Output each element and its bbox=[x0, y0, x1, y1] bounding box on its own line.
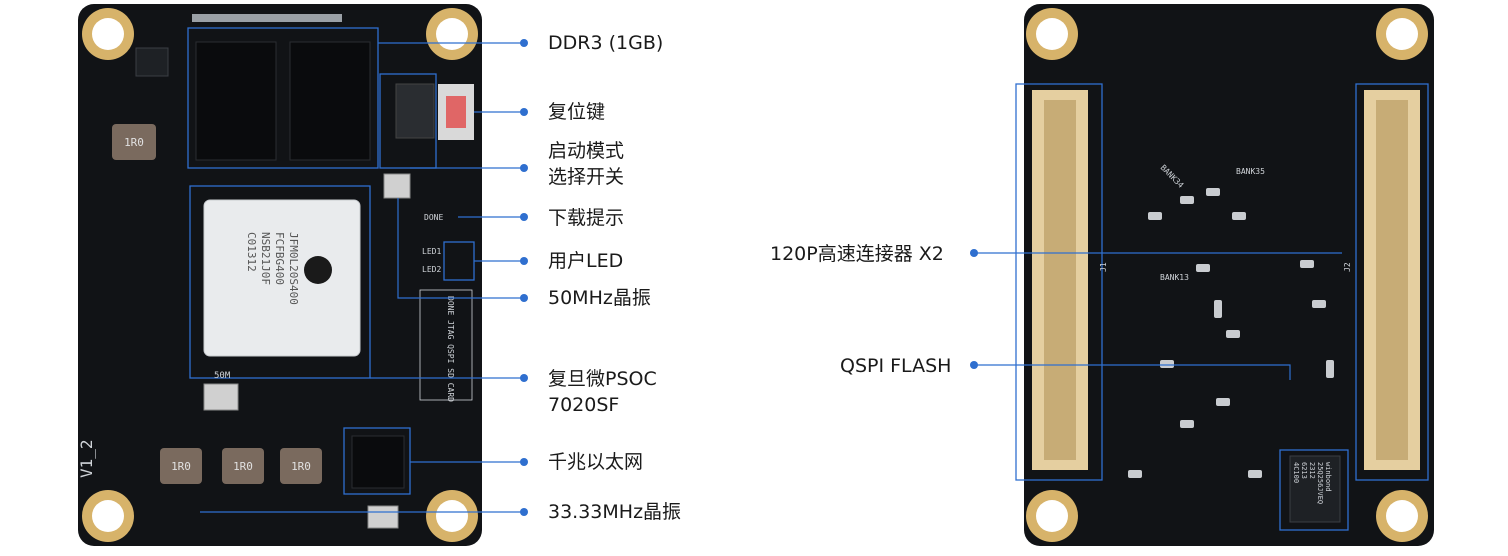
osc-50m-label: 50M bbox=[214, 371, 231, 381]
mounting-hole bbox=[82, 8, 134, 60]
mounting-hole bbox=[82, 490, 134, 542]
osc-50m-lower bbox=[203, 383, 239, 411]
inductor bbox=[222, 448, 264, 484]
back-callouts bbox=[974, 252, 1342, 380]
mounting-hole bbox=[426, 490, 478, 542]
label-user-led: 用户LED bbox=[548, 250, 624, 272]
flash-mark-4: 6213 bbox=[1300, 462, 1308, 479]
bank35-label: BANK35 bbox=[1236, 167, 1265, 176]
label-boot-mode-line2: 选择开关 bbox=[548, 166, 625, 188]
qspi-flash-highlight bbox=[1279, 449, 1349, 531]
label-fpga-line1: 复旦微PSOC bbox=[548, 368, 657, 390]
label-connector: 120P高速连接器 X2 bbox=[770, 243, 944, 265]
boot-switch bbox=[395, 83, 435, 139]
back-pcb bbox=[1024, 4, 1434, 546]
version-label: V1_2 bbox=[77, 439, 96, 478]
inductor bbox=[160, 448, 202, 484]
label-fpga-line2: 7020SF bbox=[548, 394, 620, 416]
ddr3-chip bbox=[195, 41, 277, 161]
fpga-marking: JFM0L20S400 FCFBG400 NSB21J0F C01312 bbox=[245, 232, 300, 305]
fpga-mark-2: FCFBG400 bbox=[273, 232, 286, 285]
label-33mhz-osc: 33.33MHz晶振 bbox=[548, 501, 682, 523]
front-board: 1R0 JFM0L20S400 FCFBG400 NSB21J0F C01312… bbox=[77, 4, 528, 546]
fpga-chip-shell bbox=[203, 199, 361, 357]
inductor-label: 1R0 bbox=[291, 460, 311, 473]
connector-j2-highlight bbox=[1355, 83, 1429, 481]
label-gigabit-ethernet: 千兆以太网 bbox=[548, 451, 644, 473]
bank13-label: BANK13 bbox=[1160, 273, 1189, 282]
osc-33mhz bbox=[367, 505, 399, 529]
fpga-mark-3: NSB21J0F bbox=[259, 232, 272, 285]
osc-50mhz bbox=[383, 173, 411, 199]
flash-mark-5: 4C100 bbox=[1292, 462, 1300, 483]
qspi-flash-chip bbox=[1289, 455, 1341, 523]
mounting-hole bbox=[1026, 8, 1078, 60]
header-pads bbox=[192, 14, 342, 22]
label-qspi-flash: QSPI FLASH bbox=[840, 355, 952, 377]
connector-j1-highlight bbox=[1015, 83, 1103, 481]
ethernet-phy bbox=[351, 435, 405, 489]
label-boot-mode-switch: 启动模式 选择开关 bbox=[548, 138, 624, 190]
mounting-hole bbox=[1026, 490, 1078, 542]
fpga-mark-1: JFM0L20S400 bbox=[287, 232, 300, 305]
reset-button bbox=[446, 96, 466, 128]
led1-label: LED1 bbox=[422, 247, 441, 256]
label-reset-button: 复位键 bbox=[548, 101, 606, 123]
j1-label: J1 bbox=[1099, 262, 1108, 272]
inductor bbox=[280, 448, 322, 484]
connector-j1-slot bbox=[1044, 100, 1076, 460]
config-table bbox=[419, 289, 473, 401]
flash-marking: winbond 25Q256JVEQ 2312 6213 4C100 bbox=[1292, 462, 1332, 504]
label-50mhz-osc: 50MHz晶振 bbox=[548, 287, 651, 309]
mounting-hole bbox=[1376, 8, 1428, 60]
label-download-indicator: 下载提示 bbox=[548, 207, 625, 229]
connector-j2-slot bbox=[1376, 100, 1408, 460]
back-callout-dots bbox=[970, 249, 978, 369]
flash-mark-3: 2312 bbox=[1308, 462, 1316, 479]
boot-switch-highlight bbox=[379, 73, 437, 169]
fpga-highlight bbox=[189, 185, 371, 379]
ddr3-chip bbox=[289, 41, 371, 161]
j2-label: J2 bbox=[1343, 262, 1352, 272]
front-callout-dots bbox=[520, 39, 528, 516]
front-callouts bbox=[200, 42, 524, 513]
mounting-hole bbox=[1376, 490, 1428, 542]
config-table-label: DONE JTAG QSPI SD CARD bbox=[446, 296, 455, 402]
ddr3-highlight bbox=[187, 27, 379, 169]
inductor-label: 1R0 bbox=[124, 136, 144, 149]
ethernet-highlight bbox=[343, 427, 411, 495]
done-label: DONE bbox=[424, 213, 443, 222]
fpga-mark-4: C01312 bbox=[245, 232, 258, 272]
small-ic bbox=[135, 47, 169, 77]
mounting-hole bbox=[426, 8, 478, 60]
label-boot-mode-line1: 启动模式 bbox=[548, 140, 625, 162]
fpga-logo bbox=[304, 256, 332, 284]
inductor-label: 1R0 bbox=[233, 460, 253, 473]
inductor bbox=[112, 124, 156, 160]
flash-mark-1: winbond bbox=[1324, 462, 1332, 492]
back-board: J1 J2 BANK34 BANK35 BANK13 winbond 25Q25… bbox=[970, 4, 1434, 546]
back-components bbox=[1128, 188, 1334, 478]
label-ddr3: DDR3 (1GB) bbox=[548, 32, 664, 54]
label-fpga: 复旦微PSOC 7020SF bbox=[548, 366, 657, 418]
inductor-label: 1R0 bbox=[171, 460, 191, 473]
led2-label: LED2 bbox=[422, 265, 441, 274]
flash-mark-2: 25Q256JVEQ bbox=[1316, 462, 1324, 504]
